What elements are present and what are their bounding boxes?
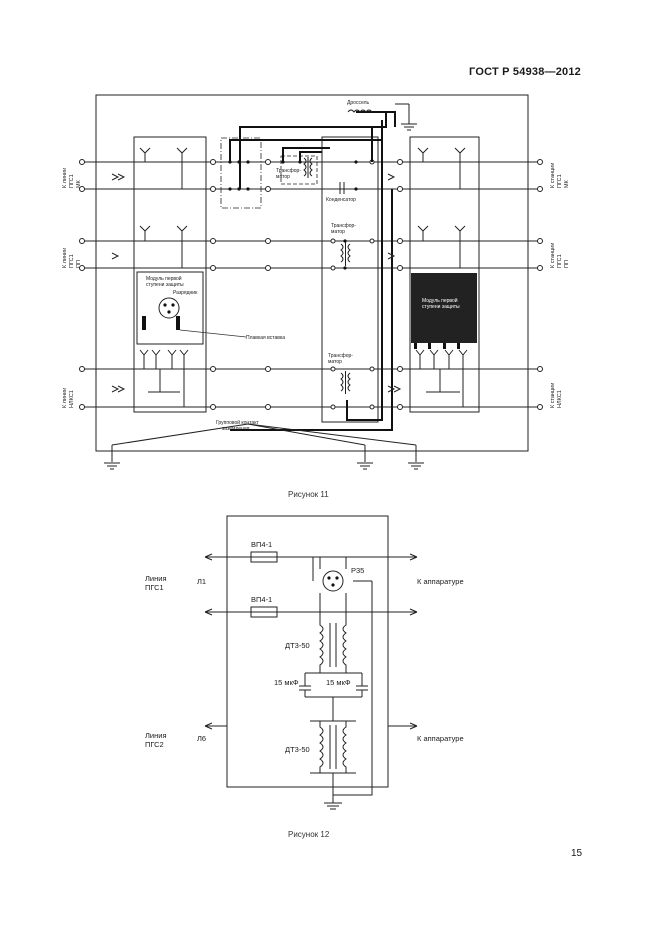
transformer-bot-label: ДТ3-50 <box>285 745 310 754</box>
central-panel <box>321 136 379 423</box>
figure-12-caption: Рисунок 12 <box>288 830 330 839</box>
choke-label: Дроссель <box>347 100 369 106</box>
fuse-right <box>176 316 180 330</box>
right-module-box <box>411 273 477 343</box>
cap-right-label: 15 мкФ <box>326 678 351 687</box>
left-protection-panel <box>133 136 207 413</box>
contact-symbols <box>139 147 466 268</box>
capacitor-symbol <box>339 182 345 194</box>
figure-11-schematic: К линииПГС1МК К линииПГС1ПП К линииНЛКС1… <box>62 94 570 470</box>
fuse-bot-label: ВП4-1 <box>251 595 272 604</box>
left-label-2: К линииПГС1ПП <box>62 248 82 268</box>
arrester-label: Разрядник <box>173 290 198 296</box>
fuse-left <box>142 316 146 330</box>
right-protection-panel <box>409 136 480 413</box>
fuse-top <box>250 551 278 563</box>
document-header: ГОСТ Р 54938—2012 <box>469 66 581 78</box>
line-pairs <box>82 161 540 408</box>
equipment-top: К аппаратуре <box>417 577 464 586</box>
left-label-3: К линииНЛКС1 <box>62 388 75 408</box>
capacitor-label: Конденсатор <box>326 197 356 203</box>
transformer-mid-symbol <box>340 242 351 266</box>
arrester-symbol <box>158 297 180 319</box>
page-number: 15 <box>571 848 583 859</box>
cap-left-label: 15 мкФ <box>274 678 299 687</box>
right-label-2: К станцииПГС1ПП <box>550 243 570 268</box>
ground-contact-lines <box>104 423 424 470</box>
left-module-box <box>136 271 204 345</box>
right-module-stubs <box>414 343 460 349</box>
transformer-mid-label: Трансфор-матор <box>331 223 356 235</box>
transformer-top-symbol <box>303 157 313 178</box>
figure-11-caption: Рисунок 11 <box>288 490 329 499</box>
fuse-insert-label: Плавкая вставка <box>246 335 285 341</box>
thick-wiring <box>229 111 396 431</box>
outer-frame <box>95 94 529 452</box>
line1-code: Л1 <box>197 577 206 586</box>
equipment-bot: К аппаратуре <box>417 734 464 743</box>
right-labels: К станцииПГС1МК К станцииПГС1ПП К станци… <box>550 163 570 408</box>
left-module-contacts <box>139 349 189 407</box>
transformer-top-label: Трансфор-матор <box>276 168 301 180</box>
transformer-bot-label: Трансфор-матор <box>328 353 353 365</box>
right-module-contacts <box>415 349 468 407</box>
signal-arrows <box>111 173 402 393</box>
device-frame <box>226 515 389 788</box>
fuse-top-label: ВП4-1 <box>251 540 272 549</box>
fuse-bot <box>250 606 278 618</box>
end-terminals <box>79 159 543 410</box>
arrester-label: Р35 <box>351 566 364 575</box>
inline-terminals <box>210 159 403 410</box>
arrester-p35 <box>322 570 344 592</box>
left-label-1: К линииПГС1МК <box>62 168 82 188</box>
right-label-3: К станцииНЛКС1 <box>550 383 563 408</box>
line2-code: Л6 <box>197 734 206 743</box>
transformer-bot-symbol <box>340 371 351 394</box>
choke-symbol <box>347 103 417 131</box>
junction-dots <box>228 160 358 270</box>
transformer-top-label: ДТ3-50 <box>285 641 310 650</box>
left-labels: К линииПГС1МК К линииПГС1ПП К линииНЛКС1 <box>62 168 82 408</box>
right-label-1: К станцииПГС1МК <box>550 163 570 188</box>
